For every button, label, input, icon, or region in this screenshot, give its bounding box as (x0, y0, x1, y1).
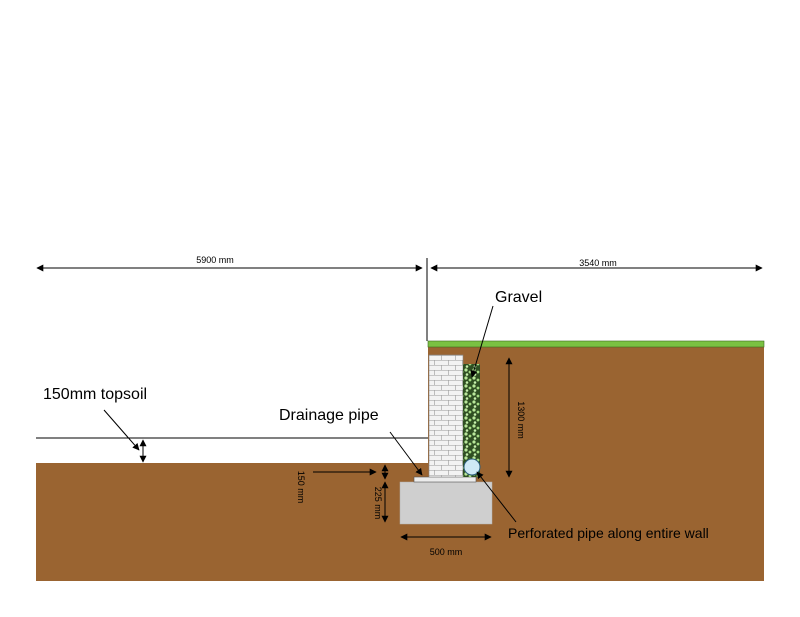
dim-right-text: 3540 mm (579, 258, 617, 268)
label-gravel: Gravel (495, 289, 542, 306)
soil-right (428, 346, 764, 466)
dim-left-text: 5900 mm (196, 255, 234, 265)
leader-drainage-pipe (389, 431, 423, 476)
leader-topsoil (103, 409, 140, 451)
label-drainage-pipe: Drainage pipe (279, 407, 379, 424)
leader-gravel (470, 305, 494, 378)
perforated-pipe-icon (463, 458, 481, 476)
concrete-footing (399, 481, 493, 525)
leader-perforated-pipe (476, 471, 517, 523)
dim-150-text: 150 mm (296, 471, 306, 504)
footing-cap (413, 476, 477, 483)
label-topsoil: 150mm topsoil (43, 386, 147, 403)
dim-500-text: 500 mm (430, 547, 463, 557)
block-wall (428, 354, 464, 478)
dim-wall-height-text: 1300 mm (516, 401, 526, 439)
gravel-backfill (463, 364, 480, 477)
grass-strip (427, 340, 765, 348)
label-perforated-pipe: Perforated pipe along entire wall (508, 525, 709, 541)
dim-225-text: 225 mm (373, 487, 383, 520)
